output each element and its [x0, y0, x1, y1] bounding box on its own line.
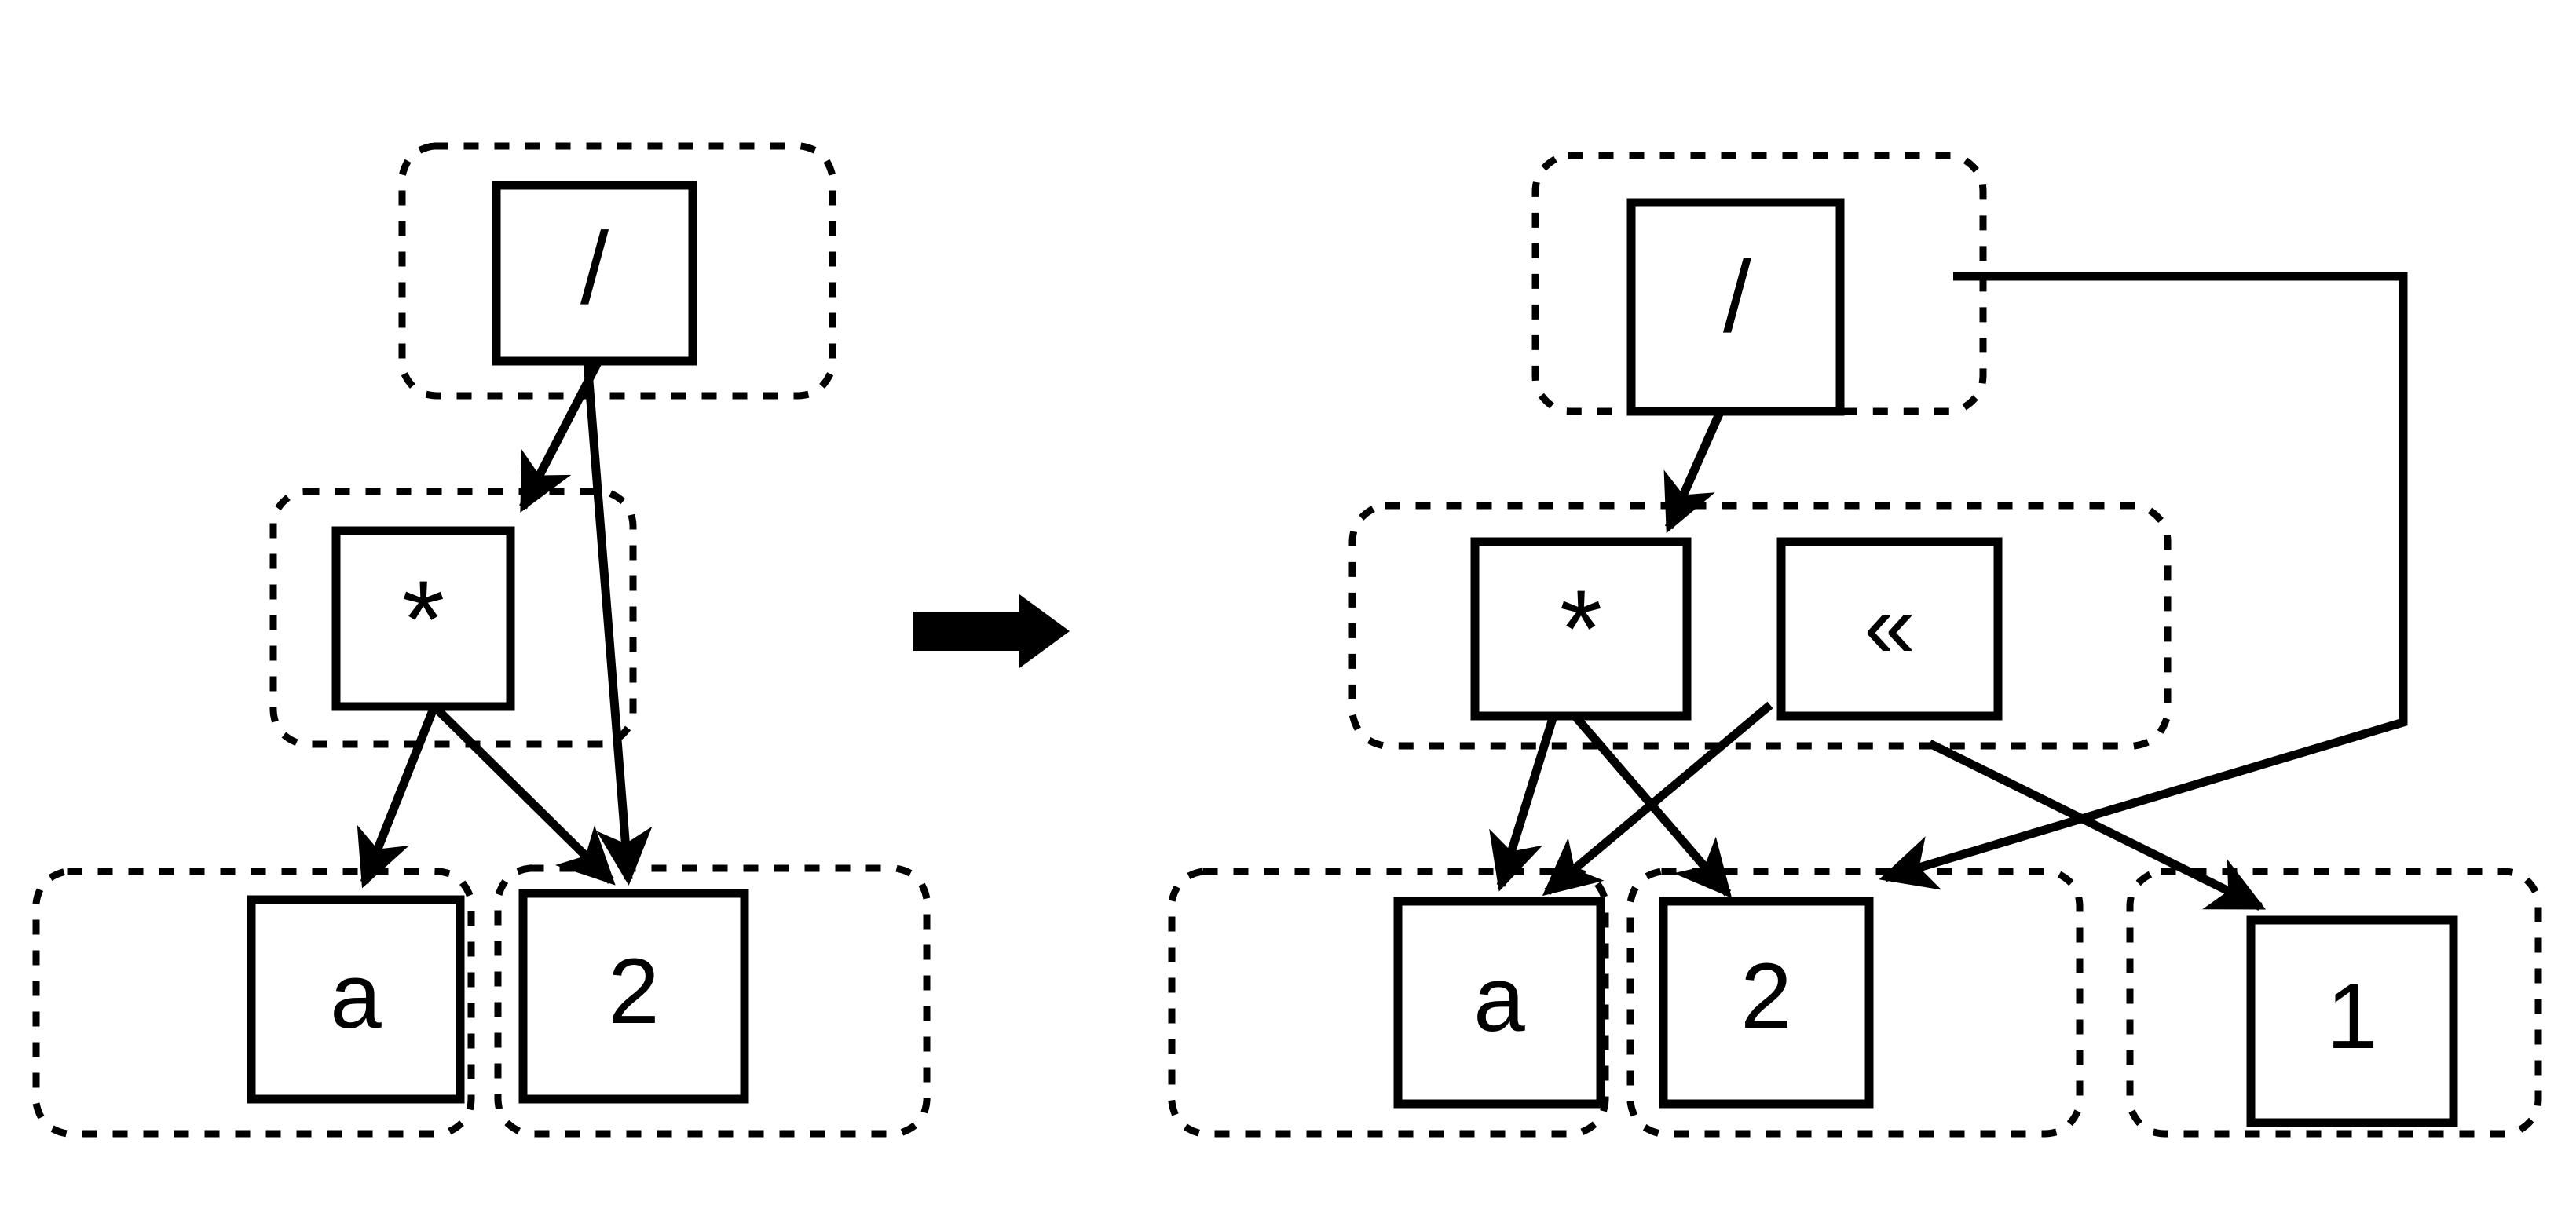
node-box[interactable]	[1776, 537, 2003, 721]
node-right-mul[interactable]: *	[1470, 537, 1692, 721]
node-box[interactable]	[518, 889, 749, 1104]
node-left-two[interactable]: 2	[518, 889, 749, 1104]
node-right-shl-label: «	[1864, 574, 1916, 678]
node-left-div[interactable]: /	[492, 181, 697, 366]
node-box[interactable]	[1470, 537, 1692, 721]
node-right-one-label: 1	[2326, 965, 2378, 1068]
node-box[interactable]	[1626, 198, 1845, 416]
edge-left-mul-to-two	[431, 703, 616, 886]
node-left-mul[interactable]: *	[331, 526, 515, 711]
node-box[interactable]	[247, 895, 465, 1104]
left-graph: / * a 2	[32, 142, 931, 1138]
node-left-a[interactable]: a	[247, 895, 465, 1104]
rewrite-arrow-shape	[913, 594, 1070, 668]
edge-right-shl-to-one	[1927, 740, 2267, 911]
eclass-group-right-a	[1168, 868, 1609, 1138]
node-right-two[interactable]: 2	[1659, 897, 1874, 1109]
edge-right-div-to-two	[1879, 272, 2408, 890]
node-right-mul-label: *	[1560, 567, 1602, 690]
edge-left-mul-to-a	[357, 704, 439, 889]
edge-left-div-to-two	[583, 360, 653, 886]
edge-right-div-to-mul	[1663, 410, 1725, 534]
eclass-group-right-mul-shl	[1348, 502, 2172, 750]
node-right-a[interactable]: a	[1393, 897, 1605, 1109]
eclass-group-left-mul	[269, 488, 637, 748]
node-box[interactable]	[1659, 897, 1874, 1109]
edge-right-mul-to-a	[1489, 714, 1558, 892]
node-left-two-label: 2	[608, 940, 660, 1043]
node-right-shl[interactable]: «	[1776, 537, 2003, 721]
edge-right-mul-to-two	[1563, 703, 1733, 899]
node-left-div-label: /	[580, 210, 609, 325]
node-box[interactable]	[1393, 897, 1605, 1109]
node-right-div-label: /	[1723, 239, 1752, 353]
eclass-group-left-div	[398, 142, 836, 400]
rewrite-arrow-icon	[913, 594, 1070, 668]
eclass-group-right-two	[1626, 868, 2084, 1138]
node-left-mul-label: *	[402, 557, 445, 681]
node-left-a-label: a	[330, 944, 382, 1048]
node-box[interactable]	[2246, 915, 2458, 1127]
eclass-group-left-a	[32, 868, 475, 1138]
node-right-one[interactable]: 1	[2246, 915, 2458, 1127]
node-right-two-label: 2	[1740, 944, 1792, 1048]
edge-right-shl-to-a	[1542, 701, 1773, 897]
eclass-group-right-one	[2126, 868, 2542, 1138]
right-graph: / * « a 2 1	[1168, 152, 2542, 1138]
node-right-a-label: a	[1473, 948, 1525, 1051]
node-right-div[interactable]: /	[1626, 198, 1845, 416]
node-box[interactable]	[331, 526, 515, 711]
node-box[interactable]	[492, 181, 697, 366]
